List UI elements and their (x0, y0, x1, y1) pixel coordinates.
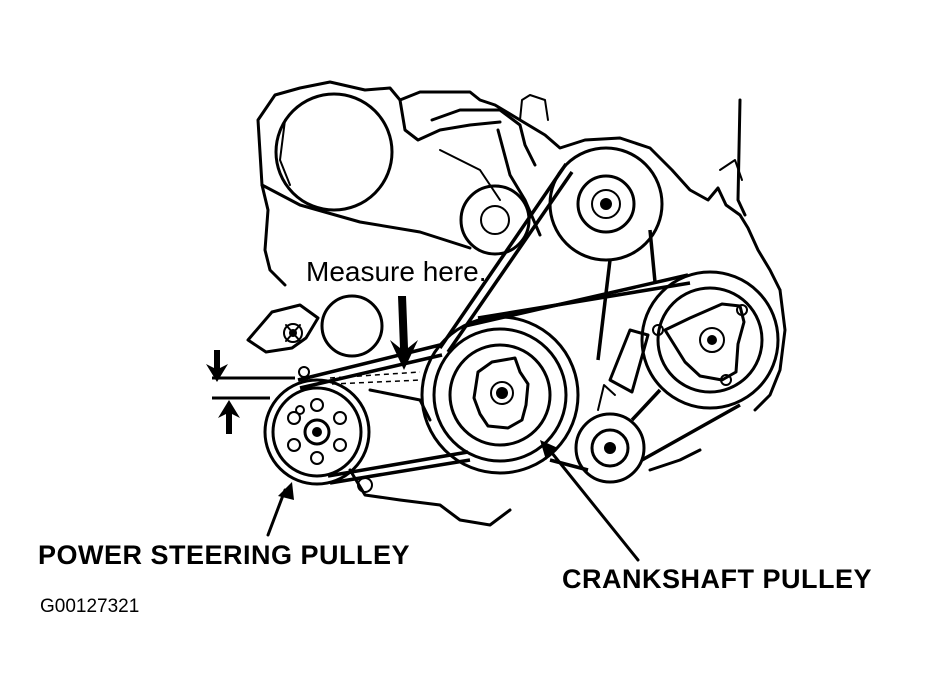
power-steering-pulley-label: POWER STEERING PULLEY (38, 540, 411, 570)
crankshaft-pulley-label: CRANKSHAFT PULLEY (562, 564, 872, 594)
round-cap (320, 294, 384, 358)
tensioner-arm (597, 328, 650, 411)
measure-here-label: Measure here. (306, 256, 487, 287)
engine-block-outline (256, 80, 787, 527)
deflection-arrow-down (206, 350, 228, 382)
tensioner-bracket (246, 303, 320, 354)
ac-compressor-pulley (640, 270, 780, 410)
power-steering-pulley (263, 378, 371, 486)
crankshaft-pointer-arrow (540, 440, 640, 562)
figure-id: G00127321 (40, 596, 140, 617)
measure-arrow (390, 296, 418, 370)
drive-belt (297, 163, 741, 485)
reference-line (212, 376, 295, 400)
idler-pulley-upper (459, 184, 531, 256)
bolt-lower-left (357, 477, 373, 493)
alternator (274, 92, 394, 212)
power-steering-pointer-arrow (266, 482, 294, 537)
idler-pulley-lower (574, 412, 646, 484)
upper-pulley (548, 146, 664, 262)
deflection-arrow-up (218, 400, 240, 434)
bolt-left (298, 366, 310, 378)
